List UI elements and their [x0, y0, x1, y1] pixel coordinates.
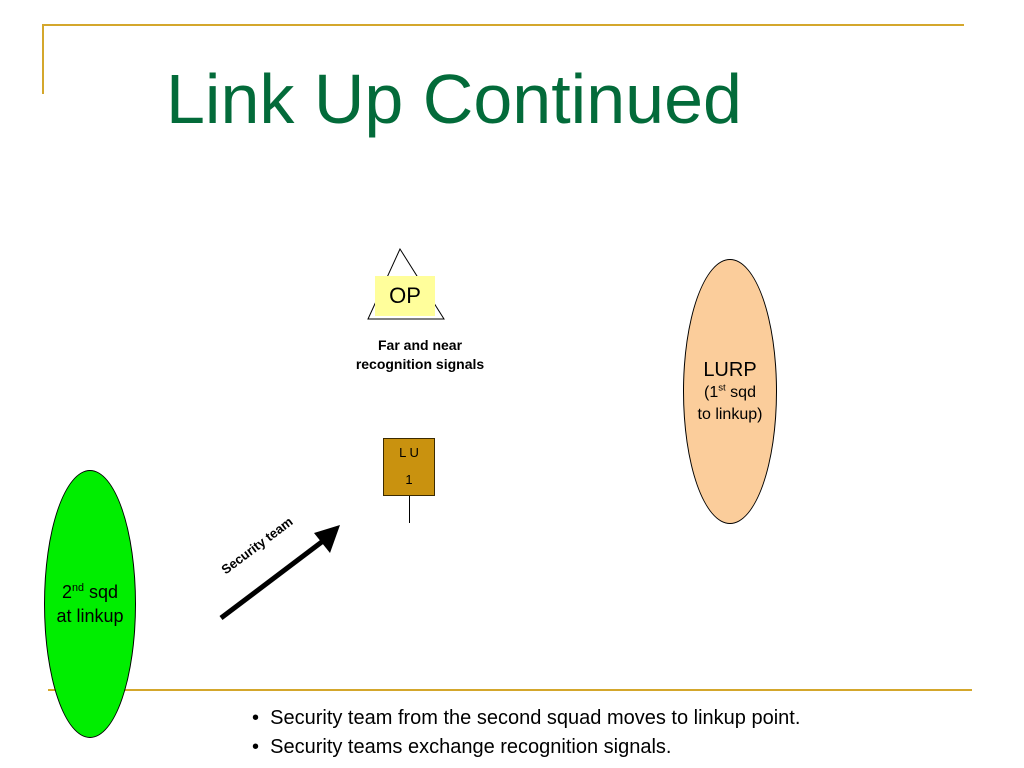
slide-title: Link Up Continued: [166, 60, 742, 138]
lu-line-1: L U: [399, 445, 419, 460]
bullet-list: • Security team from the second squad mo…: [252, 704, 800, 762]
lu-line-2: 1: [405, 472, 413, 487]
bottom-rule: [48, 689, 972, 691]
signals-line-1: Far and near: [377, 337, 463, 353]
linkup-point-box: L U 1: [383, 438, 435, 496]
linkup-point-stem: [409, 496, 410, 523]
signals-line-2: recognition signals: [355, 356, 485, 372]
op-label: OP: [375, 276, 435, 316]
recognition-signals-text: Far and near recognition signals: [330, 336, 510, 374]
lurp-title: LURP: [703, 358, 757, 381]
second-squad-ellipse: 2nd sqd at linkup: [44, 470, 136, 738]
bullet-item: • Security team from the second squad mo…: [252, 707, 801, 729]
bullet-item: • Security teams exchange recognition si…: [252, 736, 672, 758]
left-rule: [42, 24, 44, 94]
second-squad-line-2: at linkup: [56, 606, 124, 626]
lurp-line-3: to linkup): [697, 405, 763, 423]
second-squad-line-1: 2nd sqd: [61, 582, 119, 602]
lurp-ellipse: LURP (1st sqd to linkup): [683, 259, 777, 524]
lurp-line-2: (1st sqd: [704, 382, 756, 401]
movement-arrow-icon: [219, 525, 340, 620]
top-rule: [42, 24, 964, 26]
